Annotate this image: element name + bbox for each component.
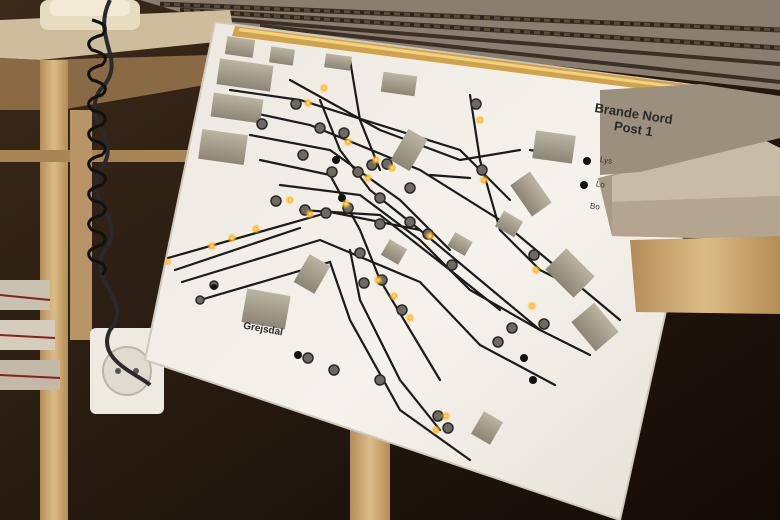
- track-diagram: [166, 58, 622, 462]
- chipboard-block: [598, 84, 780, 314]
- model-tracks: [140, 0, 780, 90]
- wire-bundles: [0, 280, 61, 390]
- indicator-label-lys: Lys: [599, 155, 613, 166]
- coiled-cord: [87, 0, 152, 387]
- led-indicators: [164, 83, 541, 435]
- label-chips: [198, 36, 619, 445]
- indicator-label-lo: Lo: [595, 179, 606, 190]
- switch-toggles: [195, 98, 550, 434]
- indicator-label-bo: Bo: [589, 201, 601, 212]
- telephone: [40, 0, 140, 30]
- push-buttons: [211, 156, 591, 384]
